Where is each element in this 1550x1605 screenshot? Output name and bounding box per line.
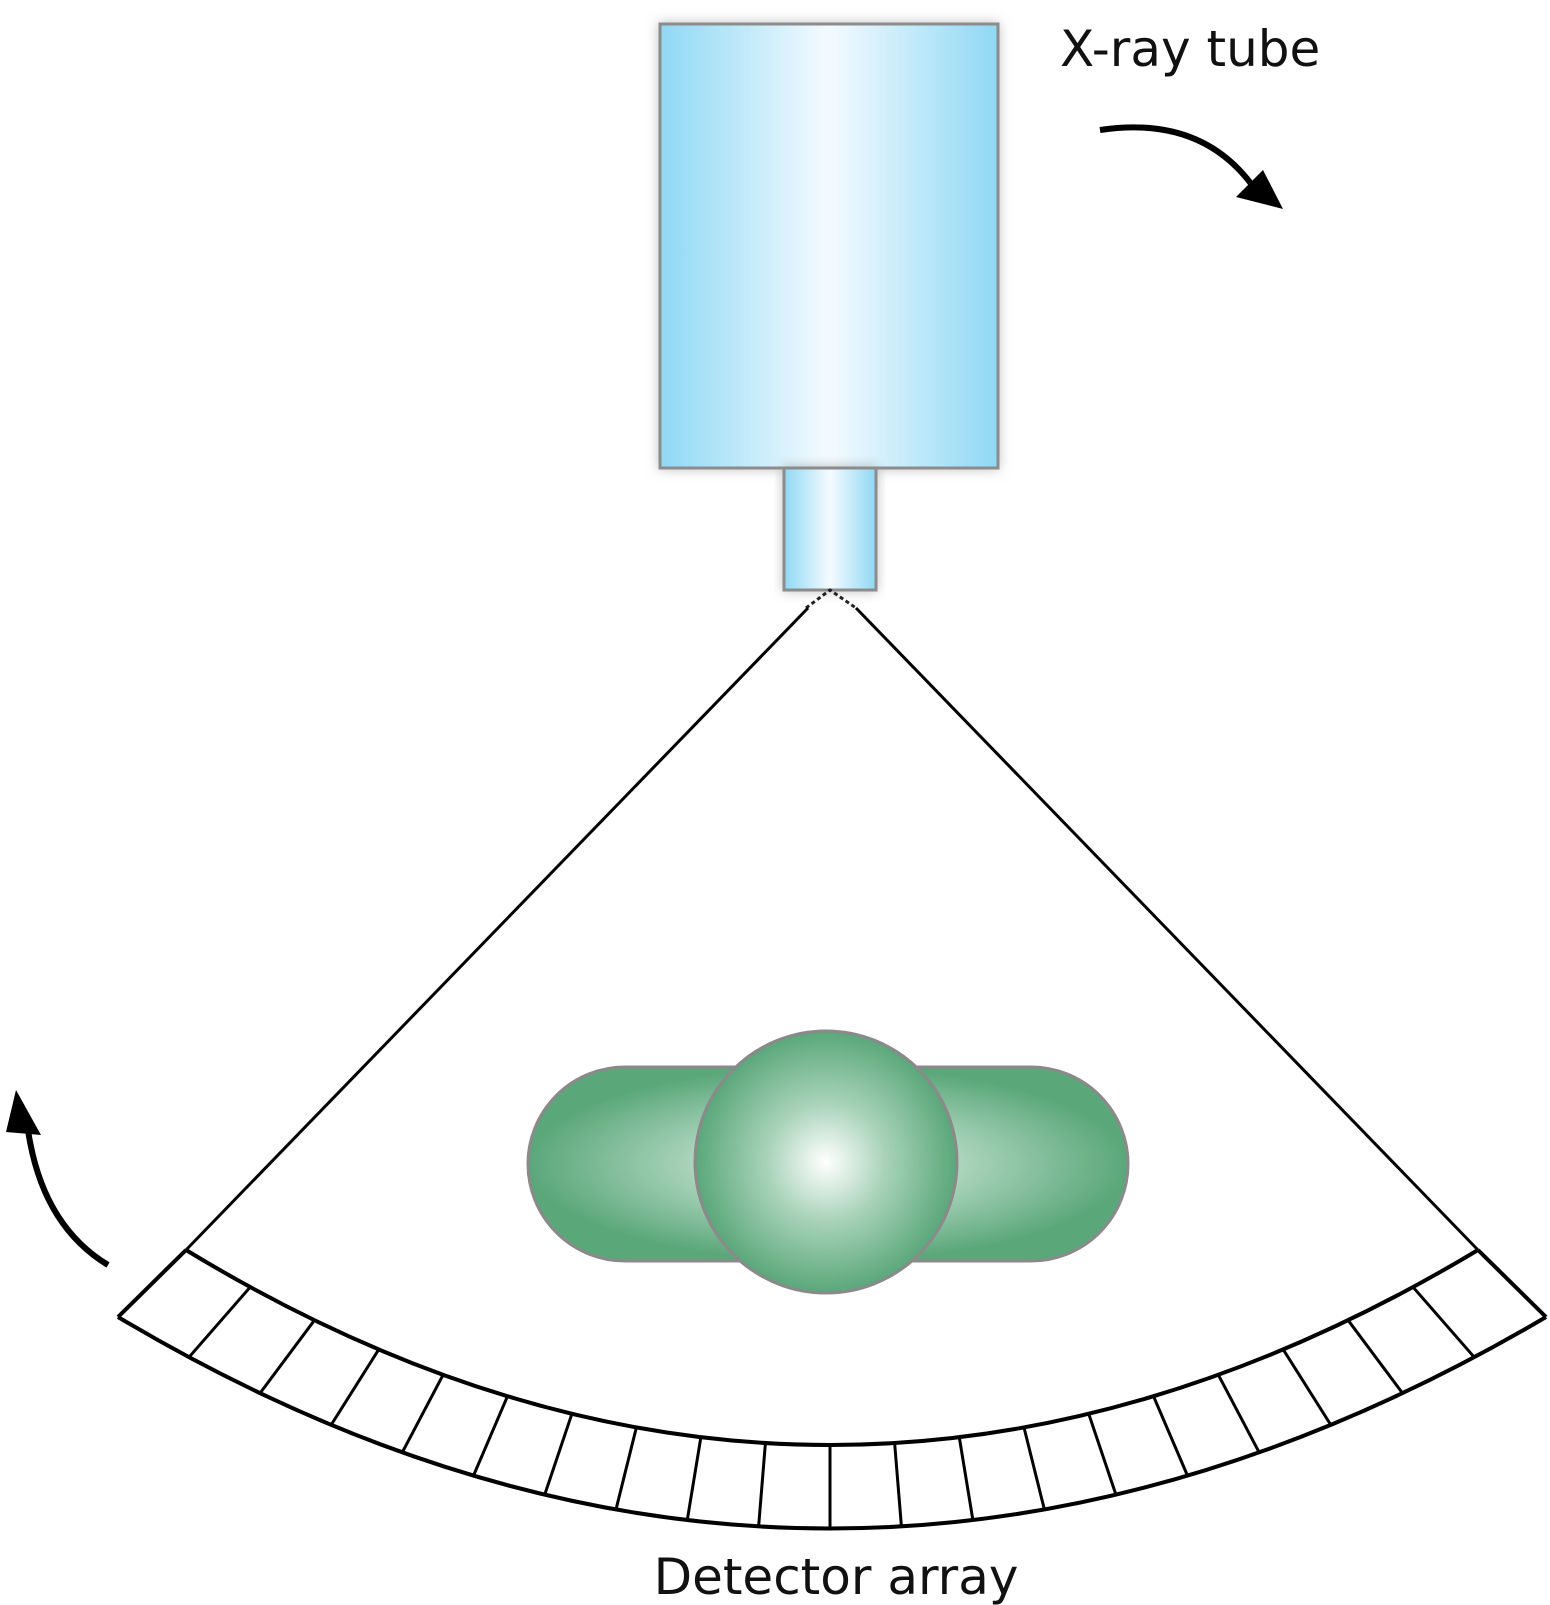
detector-cell-divider xyxy=(757,1442,767,1527)
xray-tube-label: X-ray tube xyxy=(1060,20,1320,78)
detector-end-left xyxy=(116,1248,188,1319)
detector-cell-divider xyxy=(1411,1286,1476,1359)
detector-cell-divider xyxy=(1281,1348,1333,1426)
xray-focal-spot xyxy=(805,588,857,610)
rotation-arrow-left xyxy=(6,1090,110,1268)
detector-array-label: Detector array xyxy=(654,1548,1019,1605)
xray-tube-housing xyxy=(658,22,1000,470)
detector-cell-divider xyxy=(329,1348,381,1426)
detector-cell-divider xyxy=(685,1436,703,1521)
detector-cell-divider xyxy=(1022,1427,1046,1510)
detector-cell-divider xyxy=(258,1319,316,1395)
beam-edge-left xyxy=(184,606,810,1252)
detector-cell-divider xyxy=(472,1395,509,1477)
detector-cell-divider xyxy=(957,1436,975,1521)
xray-tube xyxy=(658,22,1000,610)
detector-end-right xyxy=(1476,1248,1548,1319)
detector-cell-divider xyxy=(1087,1413,1118,1496)
beam-edge-right xyxy=(854,606,1480,1252)
detector-cell-divider xyxy=(1152,1395,1189,1477)
detector-cell-divider xyxy=(1216,1374,1261,1454)
rotation-arrow-top xyxy=(1099,124,1283,209)
detector-cell-divider xyxy=(893,1442,903,1527)
patient-center-sphere xyxy=(693,1029,959,1295)
xray-tube-collimator xyxy=(782,466,878,592)
xray-beam-fan xyxy=(184,606,1480,1252)
detector-cell-divider xyxy=(1346,1319,1404,1395)
detector-array xyxy=(116,1248,1548,1531)
detector-cell-divider xyxy=(543,1413,574,1496)
patient-cross-section xyxy=(526,1029,1130,1295)
detector-cell-divider xyxy=(400,1374,445,1454)
detector-cell-divider xyxy=(187,1286,252,1359)
detector-cell-divider xyxy=(614,1427,638,1510)
